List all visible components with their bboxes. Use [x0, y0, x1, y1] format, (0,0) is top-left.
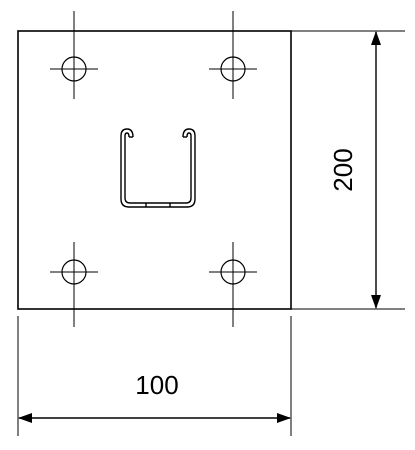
mounting-hole-top-right — [209, 11, 257, 99]
base-plate — [17, 30, 292, 310]
height-dimension — [291, 30, 405, 310]
width-dimension-label: 100 — [135, 370, 178, 400]
mounting-hole-bottom-left — [50, 242, 98, 327]
mounting-hole-top-left — [50, 11, 98, 99]
height-dimension-label: 200 — [328, 148, 358, 191]
width-dimension — [17, 316, 292, 436]
mounting-hole-bottom-right — [209, 242, 257, 327]
c-channel-profile — [120, 128, 196, 208]
